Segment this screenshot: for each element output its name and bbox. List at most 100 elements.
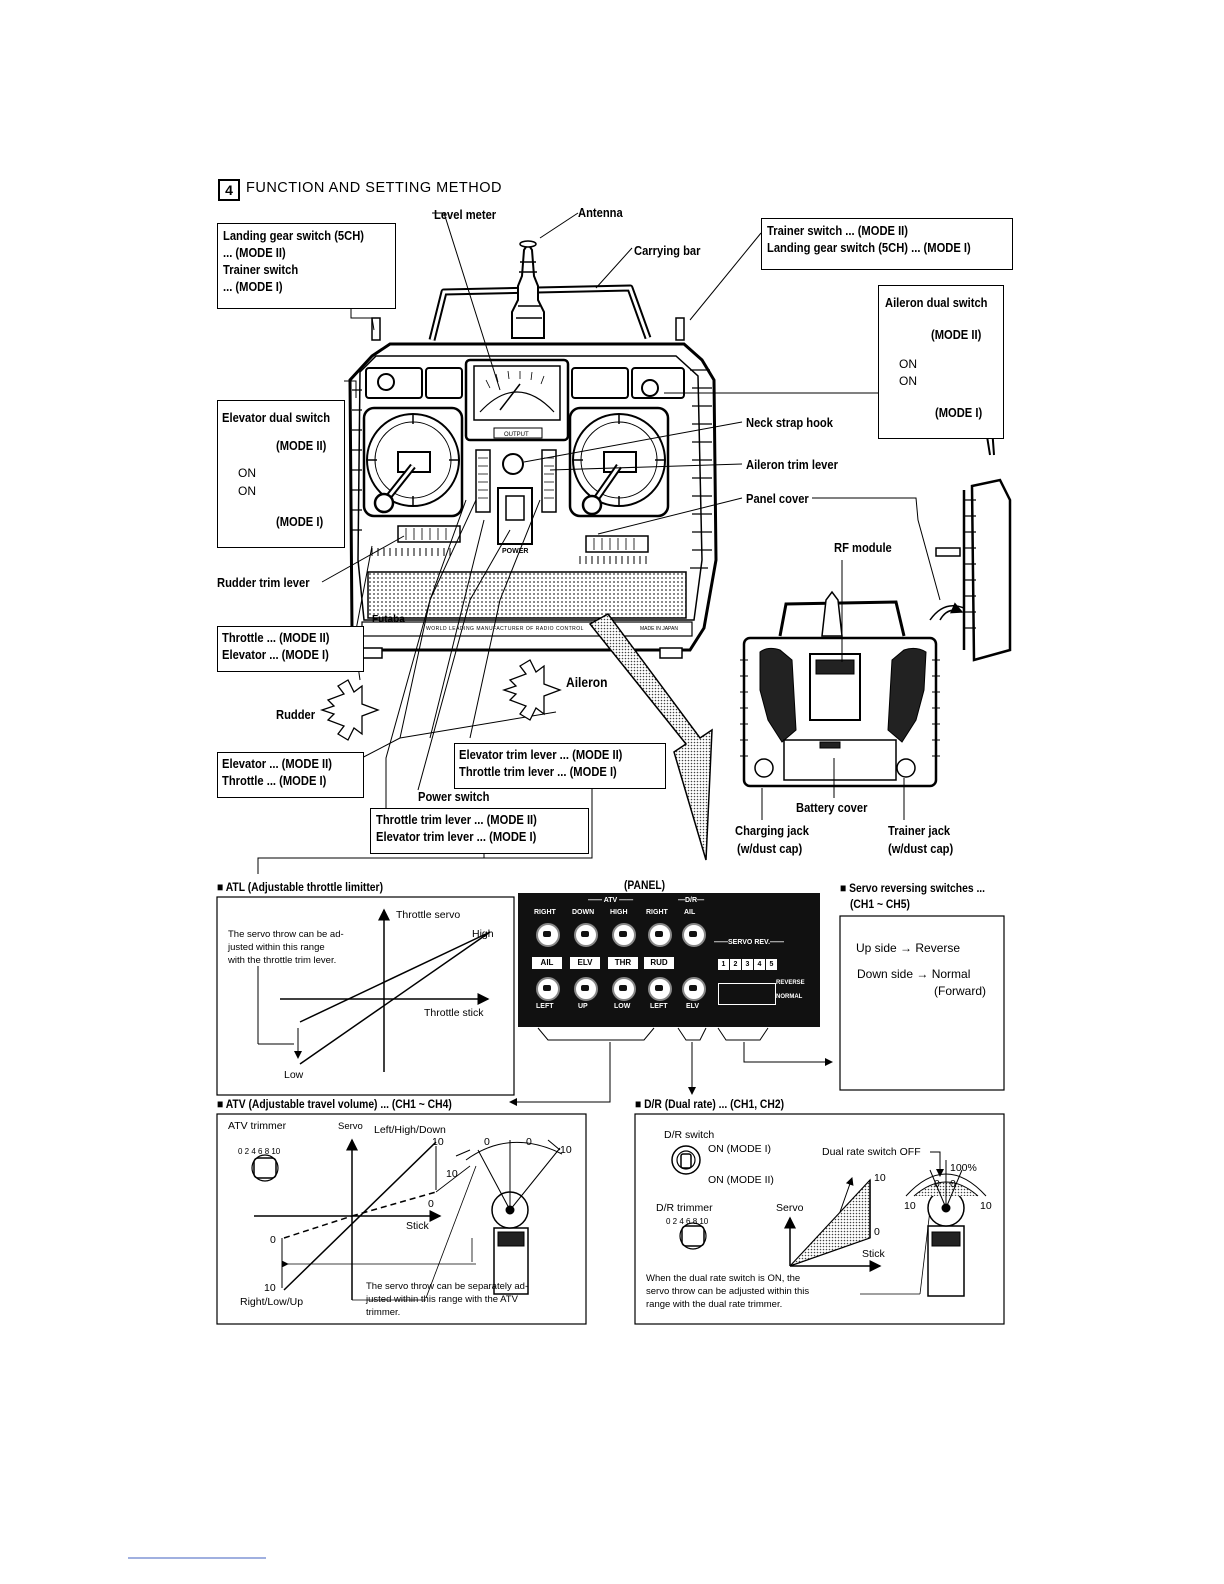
atl-note-3: with the throttle trim lever. bbox=[228, 955, 337, 966]
rear-view-illustration bbox=[740, 590, 940, 788]
atl-note-2: justed within this range bbox=[228, 942, 325, 953]
dr-on-mode2: ON (MODE II) bbox=[708, 1174, 774, 1186]
servo-rev-heading-2: (CH1 ~ CH5) bbox=[850, 897, 910, 911]
label-charging-jack: Charging jack bbox=[735, 823, 809, 838]
dr-ail-knob[interactable] bbox=[682, 923, 706, 947]
aileron-dual-mode1: (MODE I) bbox=[935, 405, 983, 420]
throttle-trim-line-2: Elevator trim lever ... (MODE I) bbox=[376, 829, 537, 844]
atv-trimmer-label: ATV trimmer bbox=[228, 1120, 287, 1132]
atv-rud-knob[interactable] bbox=[648, 923, 672, 947]
panel-bottom-label-4: ELV bbox=[686, 1003, 700, 1010]
label-aileron: Aileron bbox=[566, 674, 608, 690]
throttle-box-line-1: Throttle ... (MODE II) bbox=[222, 630, 330, 645]
servo-rev-down: Down side → Normal bbox=[857, 967, 971, 981]
trainer-line-1: Trainer switch ... (MODE II) bbox=[767, 223, 909, 238]
throttle-trim-line-1: Throttle trim lever ... (MODE II) bbox=[376, 812, 537, 827]
dr-tick-10: 10 bbox=[874, 1172, 886, 1184]
stick-direction-arrows bbox=[319, 659, 562, 741]
atv-tick-10a: 10 bbox=[432, 1136, 444, 1148]
label-rf-module: RF module bbox=[834, 540, 892, 555]
dr-switch-label: D/R switch bbox=[664, 1129, 715, 1141]
servo-switch-1[interactable]: 1 bbox=[718, 959, 729, 970]
panel-top-label-4: AIL bbox=[684, 909, 696, 916]
servo-switch-5[interactable]: 5 bbox=[766, 959, 777, 970]
panel-top-label-3: RIGHT bbox=[646, 909, 668, 916]
panel-reverse-label: REVERSE bbox=[776, 980, 805, 986]
dr-off-label: Dual rate switch OFF bbox=[822, 1146, 921, 1158]
label-battery-cover: Battery cover bbox=[796, 800, 868, 815]
atl-heading: ■ ATL (Adjustable throttle limitter) bbox=[217, 880, 384, 894]
atv-left-high-down: Left/High/Down bbox=[374, 1124, 446, 1136]
elevator-trim-lever-box: Elevator trim lever ... (MODE II) Thrott… bbox=[454, 743, 666, 789]
atv-tick-10b: 10 bbox=[560, 1144, 572, 1156]
atv-note-1: The servo throw can be separately ad- bbox=[366, 1281, 529, 1292]
label-carrying-bar: Carrying bar bbox=[634, 243, 701, 258]
atv-thr-low-knob[interactable] bbox=[612, 977, 636, 1001]
dr-tick-r10: 10 bbox=[980, 1200, 992, 1212]
landing-gear-line-4: ... (MODE I) bbox=[223, 279, 283, 294]
panel-top-label-2: HIGH bbox=[610, 909, 628, 916]
label-level-meter: Level meter bbox=[434, 207, 497, 222]
trainer-switch-box: Trainer switch ... (MODE II) Landing gea… bbox=[761, 218, 1013, 270]
dr-note-1: When the dual rate switch is ON, the bbox=[646, 1273, 801, 1284]
panel-dr-label: —D/R— bbox=[678, 897, 705, 904]
panel-normal-label: NORMAL bbox=[776, 994, 803, 1000]
servo-rev-box bbox=[839, 915, 1005, 1091]
dr-chart bbox=[634, 1113, 1005, 1325]
servo-switch-4[interactable]: 4 bbox=[754, 959, 765, 970]
atl-chart bbox=[216, 896, 515, 1096]
atv-thr-knob[interactable] bbox=[612, 923, 636, 947]
dr-on-mode1: ON (MODE I) bbox=[708, 1143, 771, 1155]
device-tagline: WORLD LEADING MANUFACTURER OF RADIO CONT… bbox=[426, 626, 584, 632]
elevator-box-line-2: Throttle ... (MODE I) bbox=[222, 773, 327, 788]
label-power-switch: Power switch bbox=[418, 789, 490, 804]
label-antenna: Antenna bbox=[578, 205, 623, 220]
dr-trimmer-label: D/R trimmer bbox=[656, 1202, 713, 1214]
atv-ail-low-knob[interactable] bbox=[536, 977, 560, 1001]
dr-note-3: range with the dual rate trimmer. bbox=[646, 1299, 783, 1310]
transmitter-illustration bbox=[348, 240, 718, 659]
panel-arrow bbox=[588, 613, 713, 861]
dr-elv-knob[interactable] bbox=[682, 977, 706, 1001]
atv-rud-low-knob[interactable] bbox=[648, 977, 672, 1001]
servo-switch-slots[interactable] bbox=[718, 983, 776, 1005]
aileron-dual-mode2: (MODE II) bbox=[931, 327, 982, 342]
servo-rev-up: Up side → Reverse bbox=[856, 941, 961, 955]
aileron-dual-switch-box: Aileron dual switch (MODE II) ON ON (MOD… bbox=[878, 285, 1004, 439]
dr-tick-b0: 0 bbox=[950, 1178, 956, 1190]
atv-note-3: trimmer. bbox=[366, 1307, 401, 1318]
aileron-dual-title: Aileron dual switch bbox=[885, 295, 988, 310]
servo-switch-2[interactable]: 2 bbox=[730, 959, 741, 970]
panel-servo-rev-label: ——SERVO REV.—— bbox=[714, 939, 785, 946]
atv-ail-knob[interactable] bbox=[536, 923, 560, 947]
elev-trim-line-1: Elevator trim lever ... (MODE II) bbox=[459, 747, 623, 762]
label-panel-cover: Panel cover bbox=[746, 491, 809, 506]
device-output-label: OUTPUT bbox=[504, 432, 529, 438]
elevator-box-line-1: Elevator ... (MODE II) bbox=[222, 756, 332, 771]
leader-lines bbox=[257, 212, 941, 1106]
atv-tick-10d: 10 bbox=[264, 1282, 276, 1294]
device-power-label: POWER bbox=[502, 548, 529, 555]
atv-dial-scale: 0 2 4 6 8 10 bbox=[238, 1147, 281, 1156]
device-brand: Futaba bbox=[372, 614, 405, 625]
panel-bottom-label-2: LOW bbox=[614, 1003, 631, 1010]
channel-rud: RUD bbox=[644, 957, 674, 969]
side-view-illustration bbox=[929, 399, 1012, 662]
landing-gear-switch-box: Landing gear switch (5CH) ... (MODE II) … bbox=[217, 223, 396, 309]
throttle-box-line-2: Elevator ... (MODE I) bbox=[222, 647, 329, 662]
dr-pct-label: 100% bbox=[950, 1162, 977, 1174]
atv-tick-0a: 0 bbox=[484, 1136, 490, 1148]
atv-tick-0b: 0 bbox=[526, 1136, 532, 1148]
servo-switch-3[interactable]: 3 bbox=[742, 959, 753, 970]
atl-low-label: Low bbox=[284, 1069, 304, 1081]
elev-trim-line-2: Throttle trim lever ... (MODE I) bbox=[459, 764, 617, 779]
dr-tick-0: 0 bbox=[874, 1226, 880, 1238]
label-aileron-trim-lever: Aileron trim lever bbox=[746, 457, 838, 472]
atv-elv-low-knob[interactable] bbox=[574, 977, 598, 1001]
panel-bottom-label-0: LEFT bbox=[536, 1003, 554, 1010]
atv-elv-knob[interactable] bbox=[574, 923, 598, 947]
atv-tick-0d: 0 bbox=[270, 1234, 276, 1246]
dr-tick-a0: 0 bbox=[934, 1178, 940, 1190]
servo-rev-forward: (Forward) bbox=[934, 984, 987, 998]
